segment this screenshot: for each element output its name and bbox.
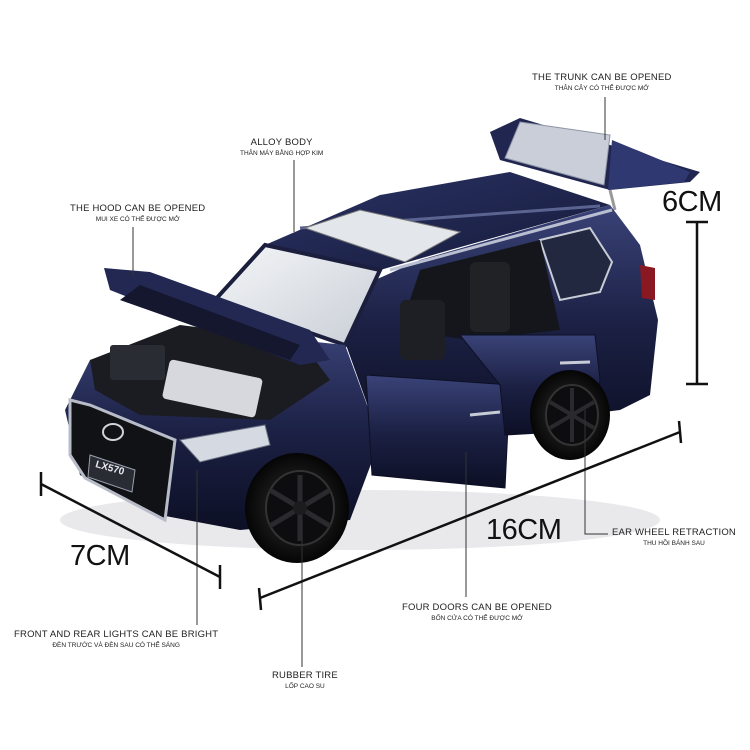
dimension-height-label: 6CM	[662, 186, 722, 218]
license-plate	[87, 454, 136, 493]
annotation-doors-vi: BỐN CỬA CÓ THỂ ĐƯỢC MỞ	[431, 614, 523, 622]
rear-window	[538, 226, 614, 302]
trunk-lid	[490, 118, 700, 211]
annotation-lights-vi: ĐÈN TRƯỚC VÀ ĐÈN SAU CÓ THỂ SÁNG	[52, 641, 180, 649]
annotation-trunk-vi: THÂN CÂY CÓ THỂ ĐƯỢC MỞ	[554, 84, 649, 92]
headlight	[179, 424, 271, 463]
annotation-trunk: THE TRUNK CAN BE OPENED THÂN CÂY CÓ THỂ …	[532, 72, 672, 92]
annotation-doors: FOUR DOORS CAN BE OPENED BỐN CỬA CÓ THỂ …	[402, 602, 552, 622]
front-wheel	[245, 453, 349, 563]
dimension-length-label: 16CM	[486, 514, 562, 546]
annotation-body: ALLOY BODY THÂN MÁY BẰNG HỢP KIM	[240, 137, 324, 157]
annotation-doors-en: FOUR DOORS CAN BE OPENED	[402, 602, 552, 613]
leader-lines	[132, 97, 608, 667]
car-roof	[265, 172, 610, 270]
sunroof	[303, 209, 462, 263]
annotation-rear-wheel-en: EAR WHEEL RETRACTION	[612, 527, 736, 538]
lexus-badge	[102, 423, 124, 441]
annotation-rear-wheel: EAR WHEEL RETRACTION THU HỒI BÁNH SAU	[612, 527, 736, 547]
annotation-tire-en: RUBBER TIRE	[272, 670, 338, 681]
tail-light	[640, 265, 655, 300]
annotation-body-en: ALLOY BODY	[250, 137, 313, 148]
annotation-lights-en: FRONT AND REAR LIGHTS CAN BE BRIGHT	[14, 629, 219, 640]
annotation-hood-vi: MUI XE CÓ THỂ ĐƯỢC MỞ	[95, 215, 180, 223]
annotation-tire: RUBBER TIRE LỐP CAO SU	[272, 670, 338, 690]
dimension-lines	[39, 220, 708, 611]
rear-wheel	[530, 370, 610, 460]
dimension-width-label: 7CM	[70, 540, 130, 572]
front-door	[365, 374, 511, 489]
annotation-hood-en: THE HOOD CAN BE OPENED	[70, 203, 206, 214]
annotation-tire-vi: LỐP CAO SU	[285, 682, 325, 690]
annotation-trunk-en: THE TRUNK CAN BE OPENED	[532, 72, 672, 83]
annotation-rear-wheel-vi: THU HỒI BÁNH SAU	[643, 539, 705, 547]
annotation-hood: THE HOOD CAN BE OPENED MUI XE CÓ THỂ ĐƯỢ…	[70, 203, 206, 223]
annotation-lights: FRONT AND REAR LIGHTS CAN BE BRIGHT ĐÈN …	[14, 629, 219, 649]
annotation-body-vi: THÂN MÁY BẰNG HỢP KIM	[240, 149, 324, 157]
grille	[68, 398, 177, 523]
